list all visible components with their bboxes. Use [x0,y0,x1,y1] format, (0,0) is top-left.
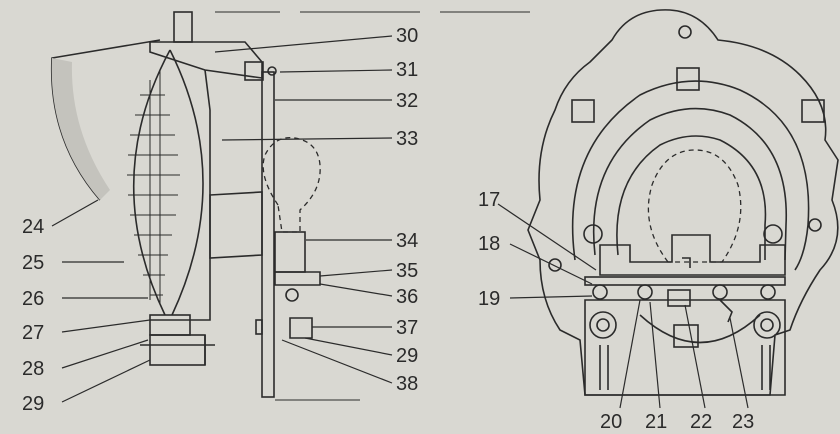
callout-30: 30 [396,25,418,47]
lens-recess [616,135,767,260]
terminal-stud [255,319,263,335]
lens-clamp [149,314,191,336]
leader-38 [281,339,393,384]
callout-29-right: 29 [396,345,418,367]
bulb-outline-side [262,136,321,233]
leader-36 [319,283,393,297]
reflector-shading [51,58,110,200]
leader-29-left [61,359,151,403]
callout-29-left: 29 [22,393,44,415]
side-section-view [50,11,530,401]
screw-right [763,224,783,244]
callout-27: 27 [22,322,44,344]
leader-27 [61,319,151,333]
callout-18: 18 [478,233,500,255]
square-cutout-left [571,99,595,123]
screw-31 [244,61,264,81]
callout-26: 26 [22,288,44,310]
bulb-outline-front [647,149,742,263]
bracket-screw [285,288,299,302]
leader-23 [729,317,749,409]
socket-bracket [274,271,321,286]
bottom-mount-block [149,334,206,366]
rear-flange [527,9,839,396]
leader-20 [619,299,641,409]
bottom-bolt [140,335,215,365]
terminal-block-22 [667,289,691,307]
rear-view-leaders [497,203,749,409]
callout-28: 28 [22,358,44,380]
square-cutout-right [801,99,825,123]
inner-ring-outer [571,80,810,271]
center-square [673,324,699,348]
mounting-plate [261,71,275,398]
lens-inner [169,49,204,316]
leader-22 [684,304,706,409]
leader-18 [509,243,593,285]
callout-37: 37 [396,317,418,339]
callout-20: 20 [600,411,622,433]
callout-31: 31 [396,59,418,81]
leader-17 [497,203,597,271]
side-view-leaders [51,35,393,403]
mounting-nuts [589,311,781,339]
leader-24 [51,199,99,227]
callout-36: 36 [396,286,418,308]
socket-plate [599,234,786,276]
lens-fresnel-rings [127,70,180,305]
flange-hole-left [548,258,562,272]
leader-21 [649,301,661,409]
lower-bracket [584,299,786,396]
lens-outer [132,49,171,316]
leader-19 [509,295,593,299]
flange-hole-right [808,218,822,232]
callout-19: 19 [478,288,500,310]
callout-labels: 30 31 32 33 34 35 36 37 29 38 24 25 26 2… [22,25,754,433]
socket-housing [209,191,263,259]
top-mount-block [173,11,193,43]
leader-28 [61,339,149,369]
flange-hole-top [678,25,692,39]
square-cutout-top [676,67,700,91]
inner-ring-inner [592,107,788,261]
callout-21: 21 [645,411,667,433]
rear-view [527,9,839,396]
socket-contact [682,257,691,268]
callout-38: 38 [396,373,418,395]
terminal-nut [289,317,313,339]
callout-25: 25 [22,252,44,274]
callout-34: 34 [396,230,418,252]
screw-left [583,224,603,244]
callout-33: 33 [396,128,418,150]
callout-35: 35 [396,260,418,282]
leader-33 [221,137,393,141]
callout-17: 17 [478,189,500,211]
leader-35 [319,269,393,277]
callout-22: 22 [690,411,712,433]
leader-29-right [304,337,393,356]
bracket-slots [599,345,771,390]
callout-24: 24 [22,216,44,238]
callout-32: 32 [396,90,418,112]
callout-23: 23 [732,411,754,433]
bracket-arch [639,314,761,344]
screw-head-31 [267,66,277,76]
leader-30 [214,35,393,53]
terminal-screws [592,284,776,300]
spring-23 [719,299,733,323]
leader-31 [279,69,393,73]
terminal-strip [584,276,786,286]
lamp-socket [274,231,306,273]
